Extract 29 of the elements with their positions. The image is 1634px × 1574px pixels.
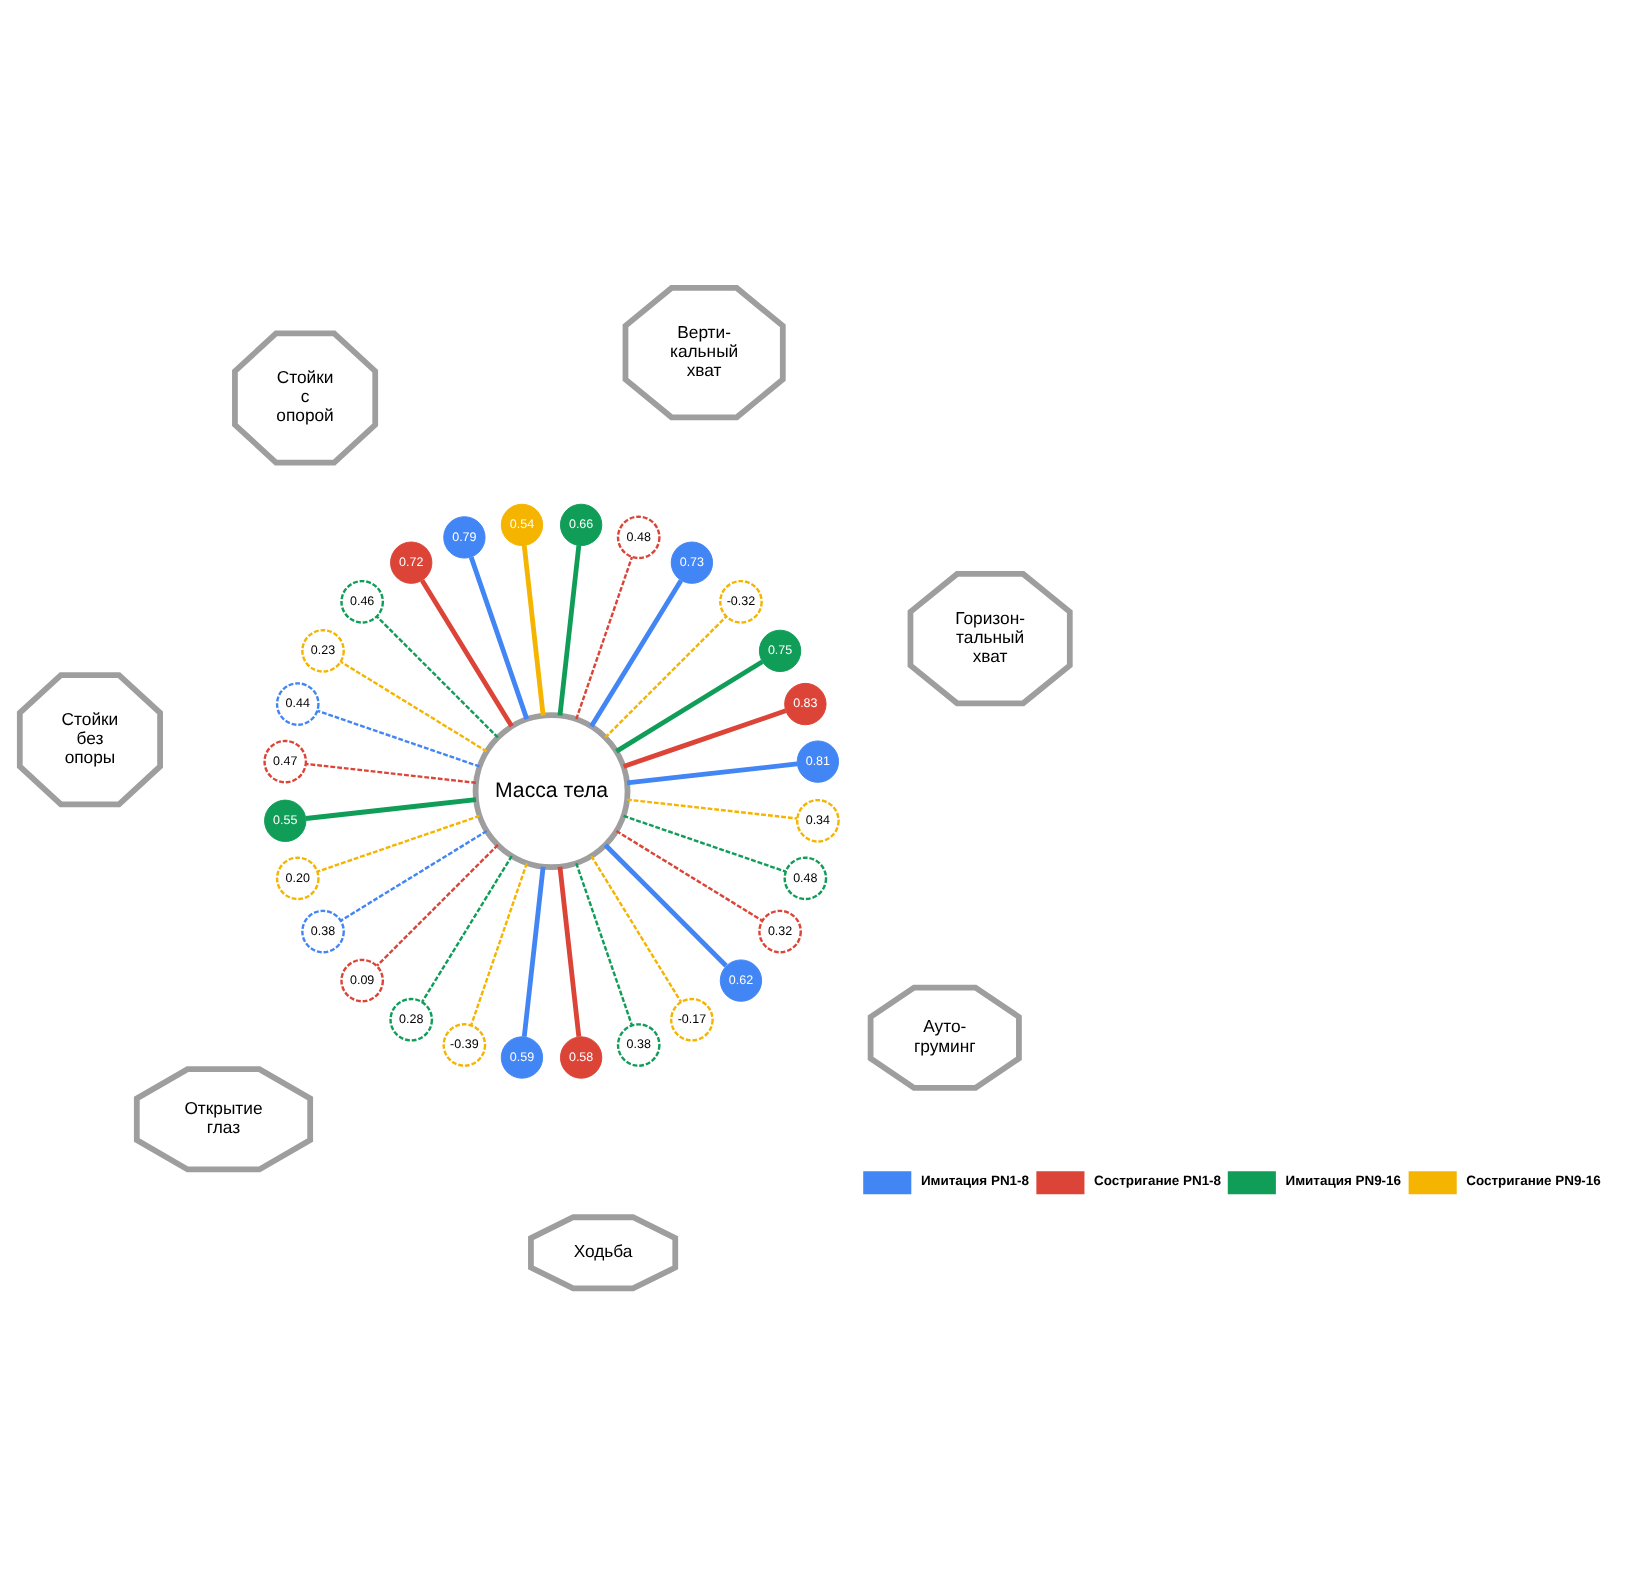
connector: [521, 544, 546, 715]
connector: [421, 854, 513, 1002]
connector: [317, 708, 480, 767]
connector: [626, 760, 798, 785]
connector: [340, 659, 488, 752]
connector: [317, 813, 480, 872]
connector: [590, 854, 682, 1002]
connector: [615, 658, 764, 753]
connector: [589, 578, 684, 727]
connector: [575, 555, 634, 719]
connector: [305, 761, 477, 783]
connector: [340, 829, 488, 921]
connector: [615, 829, 763, 921]
node-circle: Масса тела: [472, 711, 631, 870]
connector: [470, 861, 528, 1025]
connector: [627, 797, 798, 819]
connector: [622, 707, 787, 768]
connector: [305, 796, 477, 820]
connector: [468, 555, 530, 719]
connector: [420, 578, 514, 727]
connector: [603, 842, 728, 967]
connector: [376, 843, 499, 966]
connector: [623, 813, 787, 872]
connector: [575, 861, 634, 1025]
connector: [557, 865, 582, 1037]
connector: [557, 544, 582, 715]
connector: [521, 865, 546, 1037]
connector: [604, 614, 727, 738]
connector: [376, 614, 499, 738]
